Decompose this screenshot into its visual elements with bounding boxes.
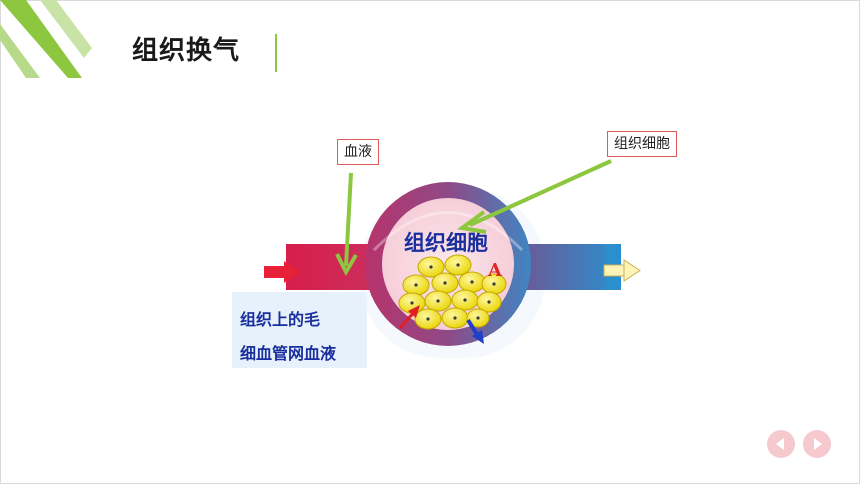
pointer-cells	[456, 159, 612, 234]
caption-line-2: 细血管网血液	[240, 344, 337, 363]
inner-tissue-label: 组织细胞	[404, 231, 488, 255]
previous-slide-button[interactable]	[767, 430, 795, 458]
oxygen-diffusion-arrow	[398, 305, 420, 329]
page-title: 组织换气	[132, 36, 241, 66]
triangle-right-icon	[814, 438, 822, 450]
next-slide-button[interactable]	[803, 430, 831, 458]
outflow-arrow	[603, 259, 641, 282]
pointer-blood	[335, 172, 358, 277]
marker-a: A	[487, 260, 503, 281]
callout-tissue-cells: 组织细胞	[607, 131, 677, 157]
caption-line-1: 组织上的毛	[240, 310, 320, 329]
callout-blood: 血液	[337, 139, 379, 165]
triangle-left-icon	[776, 438, 784, 450]
title-divider	[275, 34, 277, 72]
co2-diffusion-arrow	[466, 318, 484, 344]
corner-decoration	[0, 0, 92, 78]
inflow-arrow	[264, 261, 300, 283]
